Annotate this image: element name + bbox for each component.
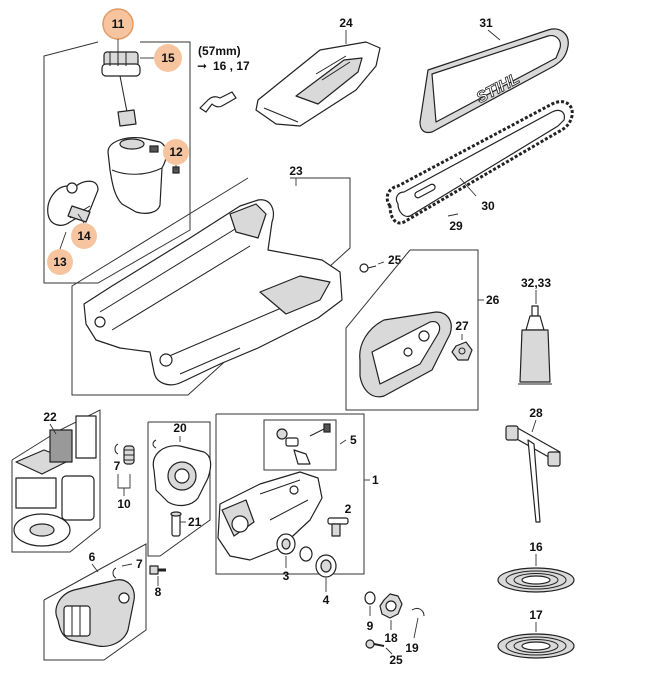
callout-5: 5 xyxy=(350,433,357,447)
circlip-part[interactable] xyxy=(112,567,117,579)
callout-20: 20 xyxy=(173,421,187,435)
washer-part[interactable] xyxy=(299,546,313,562)
callout-11: 11 xyxy=(112,17,125,31)
callout-19: 19 xyxy=(405,641,419,655)
callout-8: 8 xyxy=(155,585,162,599)
sprocket-cover-part[interactable] xyxy=(359,311,452,398)
gear-cover-part[interactable] xyxy=(152,439,212,507)
handle-cover-part[interactable] xyxy=(255,41,381,127)
oil-hose-coil-17[interactable] xyxy=(497,633,575,659)
callout-4: 4 xyxy=(323,593,330,607)
spring-clip-part[interactable] xyxy=(114,443,119,455)
nut-part[interactable] xyxy=(451,341,473,361)
group-box-housing xyxy=(71,177,351,396)
motor-housing-part[interactable] xyxy=(83,199,343,386)
stud-part[interactable] xyxy=(327,517,349,537)
callout-27: 27 xyxy=(455,319,469,333)
callout-31: 31 xyxy=(479,16,493,30)
group-box-sprocket-cover xyxy=(345,249,479,411)
callout-10: 10 xyxy=(117,497,131,511)
callout-16: 16 xyxy=(529,540,543,554)
spring-part[interactable] xyxy=(123,445,135,465)
callout-15: 15 xyxy=(161,51,175,65)
guide-bar-part[interactable] xyxy=(395,109,565,217)
gear-housing-part[interactable] xyxy=(217,471,323,561)
washer-9-part[interactable] xyxy=(364,591,376,605)
callout-25-lower: 25 xyxy=(389,653,403,667)
callout-7-upper: 7 xyxy=(114,459,121,473)
bolt-8-part[interactable] xyxy=(149,565,166,575)
bearing-3-part[interactable] xyxy=(276,533,296,555)
combination-wrench-part[interactable] xyxy=(505,425,561,523)
callout-highlight-13 xyxy=(47,249,73,275)
callout-26: 26 xyxy=(486,293,500,307)
oil-tank-part[interactable] xyxy=(107,137,167,214)
circlip-19-part[interactable] xyxy=(411,607,425,617)
callout-9: 9 xyxy=(367,619,374,633)
oil-tank-cap-part[interactable] xyxy=(101,51,141,127)
pin-part[interactable] xyxy=(170,511,182,537)
sprocket-part[interactable] xyxy=(379,593,403,619)
grease-tube-part[interactable] xyxy=(518,305,552,385)
group-box-cover xyxy=(147,421,211,557)
oil-hose-coil-16[interactable] xyxy=(497,567,575,593)
reference-note: 16 , 17 xyxy=(213,59,250,73)
screw-part-lower[interactable] xyxy=(365,639,385,649)
callout-23: 23 xyxy=(289,164,303,178)
callout-6: 6 xyxy=(89,550,96,564)
callout-32-33: 32,33 xyxy=(521,276,551,290)
electric-motor-part[interactable] xyxy=(55,579,135,647)
callout-21: 21 xyxy=(188,515,202,529)
bolt-kit-group[interactable] xyxy=(263,419,337,471)
saw-chain-part[interactable] xyxy=(385,100,574,225)
callout-28: 28 xyxy=(529,406,543,420)
callout-12: 12 xyxy=(169,145,183,159)
dimension-note: (57mm) xyxy=(198,44,241,58)
hose-part[interactable] xyxy=(199,91,237,113)
callout-18: 18 xyxy=(384,631,398,645)
callout-22: 22 xyxy=(43,410,57,424)
callout-3: 3 xyxy=(283,569,290,583)
group-box-motor xyxy=(43,543,147,661)
callout-1: 1 xyxy=(372,473,379,487)
callout-29: 29 xyxy=(449,219,463,233)
callout-14: 14 xyxy=(77,229,91,243)
callout-17: 17 xyxy=(529,608,543,622)
bearing-4-part[interactable] xyxy=(315,554,337,578)
oil-hose-clip-part[interactable] xyxy=(47,180,99,226)
group-box-oil-tank xyxy=(43,41,191,284)
callout-highlight-15 xyxy=(154,44,182,72)
callout-13: 13 xyxy=(53,255,67,269)
arrow-icon: ➞ xyxy=(197,59,207,73)
callout-25-upper: 25 xyxy=(388,253,402,267)
callout-24: 24 xyxy=(339,16,353,30)
callout-30: 30 xyxy=(481,199,495,213)
callout-2: 2 xyxy=(345,502,352,516)
callout-7-lower: 7 xyxy=(136,557,143,571)
callout-highlight-12 xyxy=(163,139,189,165)
callout-highlight-14 xyxy=(71,223,97,249)
screw-part-upper[interactable] xyxy=(359,263,377,273)
filter-kit-part[interactable] xyxy=(13,415,97,547)
